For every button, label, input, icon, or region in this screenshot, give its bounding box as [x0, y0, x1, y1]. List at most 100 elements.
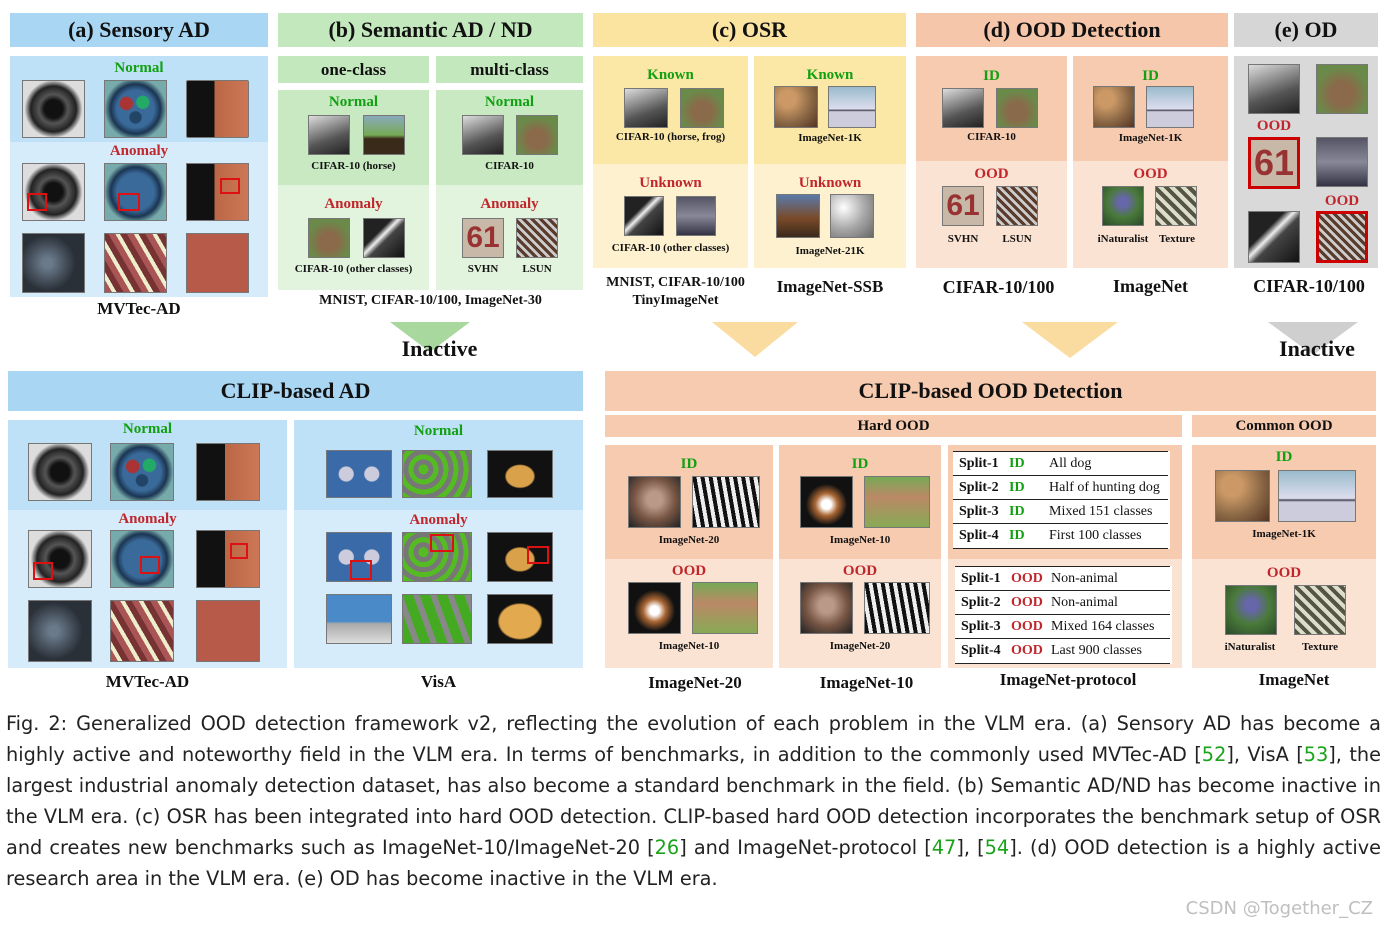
clip-anomaly-box-1 — [33, 562, 53, 580]
split-desc: Last 900 classes — [1051, 643, 1142, 658]
thumb-in20-wolf — [628, 476, 681, 528]
in10-id-cap: ImageNet-10 — [829, 534, 891, 546]
thumb-osr-horse — [624, 88, 668, 128]
dataset-clip-visa: VisA — [420, 672, 457, 691]
thumb-capsule — [186, 80, 249, 138]
split-desc: All dog — [1049, 456, 1092, 471]
caption-text: Fig. 2: Generalized OOD detection framew… — [6, 712, 1381, 766]
split-tag: ID — [1009, 528, 1025, 543]
split-desc: Mixed 164 classes — [1051, 619, 1155, 634]
thumb-osr-cheetah — [774, 86, 818, 128]
arrow-semantic — [390, 322, 470, 352]
thumb-lsun — [516, 218, 558, 258]
split-row: Split-1 OOD Non-animal — [955, 566, 1170, 591]
common-id-label: ID — [1275, 449, 1293, 465]
clip-ad-right-normal: Normal — [413, 423, 464, 439]
thumb-clip-capsule — [196, 443, 260, 501]
thumb-plane — [363, 218, 405, 258]
thumb-visa-pcb — [326, 450, 392, 498]
thumb-in10-wolf — [800, 582, 853, 634]
thumb-visa-cashew-anom — [487, 532, 553, 582]
visa-anomaly-box-3 — [527, 546, 549, 564]
header-osr: (c) OSR — [593, 13, 906, 47]
split-table-id: Split-1 ID All dog Split-2 ID Half of hu… — [953, 451, 1170, 549]
panel-ood-left-id — [916, 56, 1067, 161]
multi-class-anomaly-cap2: LSUN — [522, 263, 552, 275]
in20-id-label: ID — [680, 456, 698, 472]
clip-ad-left-anomaly: Anomaly — [118, 511, 177, 527]
thumb-clip-cable — [110, 443, 174, 501]
thumb-ood-lsun — [996, 186, 1038, 226]
ood-left-id-label: ID — [983, 68, 1000, 84]
citation-link[interactable]: 52 — [1201, 743, 1227, 766]
common-ood-label: OOD — [1266, 565, 1302, 581]
in10-ood-cap: ImageNet-20 — [829, 640, 891, 652]
thumb-capsule-zoom — [186, 233, 249, 293]
osr-right-unknown-cap: ImageNet-21K — [795, 245, 865, 257]
citation-link[interactable]: 53 — [1303, 743, 1329, 766]
thumb-clip-cable-anom — [110, 530, 174, 588]
thumb-od-truck — [1316, 137, 1368, 187]
clip-ad-right-anomaly: Anomaly — [409, 512, 468, 528]
thumb-in20-antelope — [692, 582, 758, 634]
thumb-ood-inaturalist — [1102, 186, 1144, 226]
anomaly-box-3 — [220, 178, 240, 194]
in10-ood-label: OOD — [842, 563, 878, 579]
citation-link[interactable]: 26 — [654, 836, 680, 859]
split-row: Split-3 ID Mixed 151 classes — [953, 499, 1168, 524]
arrow-osr — [712, 322, 798, 357]
thumb-od-plane — [1248, 211, 1300, 263]
header-od: (e) OD — [1234, 13, 1378, 47]
one-class-normal-cap: CIFAR-10 (horse) — [311, 160, 396, 172]
citation-link[interactable]: 54 — [984, 836, 1010, 859]
thumb-clip-bottle-zoom — [28, 600, 92, 662]
thumb-visa-macaroni — [402, 450, 472, 498]
thumb-clip-bottle — [28, 443, 92, 501]
visa-anomaly-box-1 — [350, 560, 372, 580]
thumb-common-texture — [1294, 585, 1346, 635]
split-name: Split-2 — [959, 480, 999, 495]
clip-ad-left-normal: Normal — [122, 421, 173, 437]
thumb-visa-pcb-zoom — [326, 594, 392, 644]
panel-multi-class-anomaly — [436, 185, 583, 290]
thumb-horse-2 — [363, 115, 405, 155]
ood-left-ood-label: OOD — [974, 166, 1009, 182]
status-inactive-semantic: Inactive — [401, 336, 478, 361]
split-row: Split-4 ID First 100 classes — [953, 523, 1168, 549]
dataset-common: ImageNet — [1258, 670, 1330, 689]
caption-text: ] and ImageNet-protocol [ — [679, 836, 932, 859]
thumb-clip-cable-zoom — [110, 600, 174, 662]
split-row: Split-4 OOD Last 900 classes — [955, 638, 1170, 664]
thumb-ood-texture — [1155, 186, 1197, 226]
osr-right-known-cap: ImageNet-1K — [798, 132, 862, 144]
figure-caption: Fig. 2: Generalized OOD detection framew… — [6, 708, 1381, 894]
sub-common-ood: Common OOD — [1192, 415, 1376, 437]
split-tag: ID — [1009, 504, 1025, 519]
split-table-ood: Split-1 OOD Non-animal Split-2 OOD Non-a… — [955, 566, 1172, 664]
ood-right-ood-label: OOD — [1133, 166, 1168, 182]
anomaly-box-1 — [27, 193, 47, 211]
thumb-ood-cheetah — [1093, 86, 1135, 128]
thumb-osr-frog — [680, 88, 724, 128]
watermark: CSDN @Together_CZ — [1185, 898, 1373, 919]
split-tag: OOD — [1011, 595, 1043, 610]
thumb-cable-zoom — [104, 233, 167, 293]
od-ood-label-1: OOD — [1256, 118, 1292, 134]
ood-left-id-cap: CIFAR-10 — [967, 131, 1016, 143]
thumb-common-cheetah — [1215, 470, 1270, 522]
caption-text: ], [ — [956, 836, 985, 859]
dataset-protocol: ImageNet-protocol — [999, 670, 1137, 689]
osr-left-known-cap: CIFAR-10 (horse, frog) — [615, 131, 726, 143]
panel-ood-left-ood — [916, 161, 1067, 268]
osr-right-known-label: Known — [806, 67, 854, 83]
dataset-ood-right: ImageNet — [1113, 276, 1188, 296]
sub-one-class: one-class — [278, 56, 429, 83]
thumb-osr-airplane — [828, 86, 876, 128]
thumb-horse-1 — [308, 115, 350, 155]
citation-link[interactable]: 47 — [931, 836, 957, 859]
split-desc: First 100 classes — [1049, 528, 1142, 543]
thumb-horse-3 — [462, 115, 504, 155]
thumb-od-horse — [1248, 64, 1300, 114]
split-name: Split-2 — [961, 595, 1001, 610]
thumb-frog-2 — [516, 115, 558, 155]
